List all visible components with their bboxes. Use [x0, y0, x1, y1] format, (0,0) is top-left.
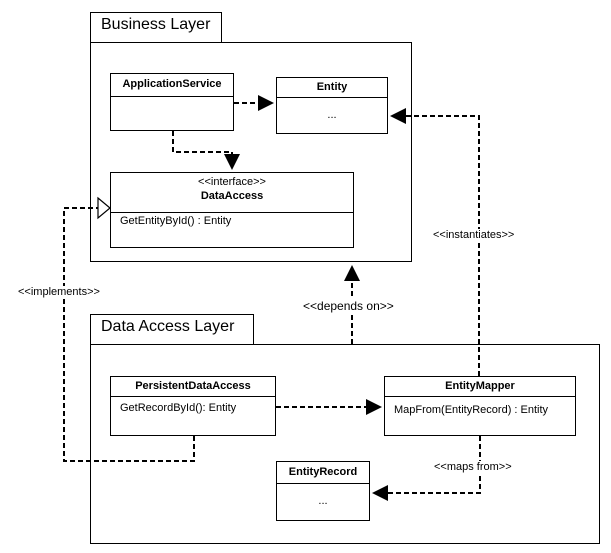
entity-record-name: EntityRecord — [288, 466, 358, 478]
business-layer-tab: Business Layer — [90, 12, 222, 43]
maps-from-connector — [372, 436, 481, 501]
entity-name: Entity — [316, 81, 348, 93]
entity-record-class: EntityRecord ... — [276, 461, 370, 521]
data-access-stereotype: <<interface>> — [198, 176, 266, 188]
business-layer-title: Business Layer — [101, 16, 211, 33]
data-access-name: DataAccess — [200, 190, 264, 202]
application-service-class: ApplicationService — [110, 73, 234, 131]
data-access-layer-tab: Data Access Layer — [90, 314, 254, 345]
persistent-data-access-name: PersistentDataAccess — [135, 380, 251, 392]
data-access-layer-title: Data Access Layer — [101, 318, 235, 335]
implements-label: <<implements>> — [18, 286, 100, 298]
entity-mapper-class: EntityMapper MapFrom(EntityRecord) : Ent… — [384, 376, 576, 436]
entity-mapper-body: MapFrom(EntityRecord) : Entity — [394, 404, 549, 416]
app-service-to-data-access-connector — [172, 131, 240, 170]
instantiates-label: <<instantiates>> — [433, 229, 515, 241]
persistent-data-access-class: PersistentDataAccess GetRecordById(): En… — [110, 376, 276, 436]
implements-arrowhead — [97, 196, 111, 220]
data-access-interface-class: <<interface>> DataAccess GetEntityById()… — [110, 172, 354, 248]
maps-from-label: <<maps from>> — [434, 461, 512, 473]
entity-body: ... — [327, 109, 337, 121]
persistent-data-access-body: GetRecordById(): Entity — [120, 402, 237, 414]
entity-class: Entity ... — [276, 77, 388, 134]
data-access-body: GetEntityById() : Entity — [120, 215, 232, 227]
depends-on-label: <<depends on>> — [303, 299, 394, 313]
implements-connector — [63, 207, 195, 462]
entity-mapper-name: EntityMapper — [445, 380, 515, 392]
application-service-name: ApplicationService — [122, 78, 222, 90]
instantiates-connector — [390, 108, 480, 376]
entity-record-body: ... — [318, 495, 328, 507]
